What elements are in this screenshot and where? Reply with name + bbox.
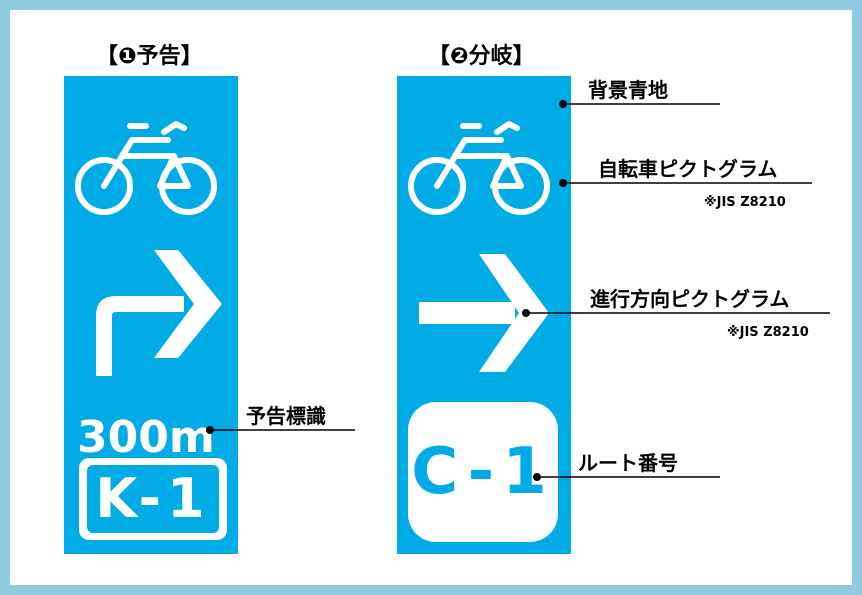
distance-label: 300m	[77, 412, 215, 463]
turn-right-arrow-icon	[96, 250, 222, 376]
note-direction-jis: ※JIS Z8210	[727, 325, 809, 340]
route-plate-k: K-1	[79, 458, 227, 540]
label-background: 背景青地	[588, 78, 668, 102]
label-advance-sign: 予告標識	[246, 404, 326, 428]
left-sign-heading: 【❶予告】	[96, 44, 203, 69]
route-plate-k-inner: K-1	[87, 465, 219, 533]
bicycle-icon	[75, 121, 217, 215]
right-sign-art	[408, 121, 550, 372]
note-bicycle-jis: ※JIS Z8210	[704, 195, 786, 210]
label-route-number: ルート番号	[578, 451, 678, 475]
label-bicycle-pictogram: 自転車ピクトグラム	[598, 157, 778, 181]
route-code-k: K-1	[95, 467, 211, 530]
left-sign-art	[75, 121, 222, 376]
route-code-c: C-1	[411, 435, 555, 509]
right-sign-heading: 【❷分岐】	[428, 44, 535, 69]
label-direction-pictogram: 進行方向ピクトグラム	[590, 287, 790, 311]
bicycle-icon	[408, 121, 550, 215]
route-plate-c: C-1	[408, 402, 558, 542]
